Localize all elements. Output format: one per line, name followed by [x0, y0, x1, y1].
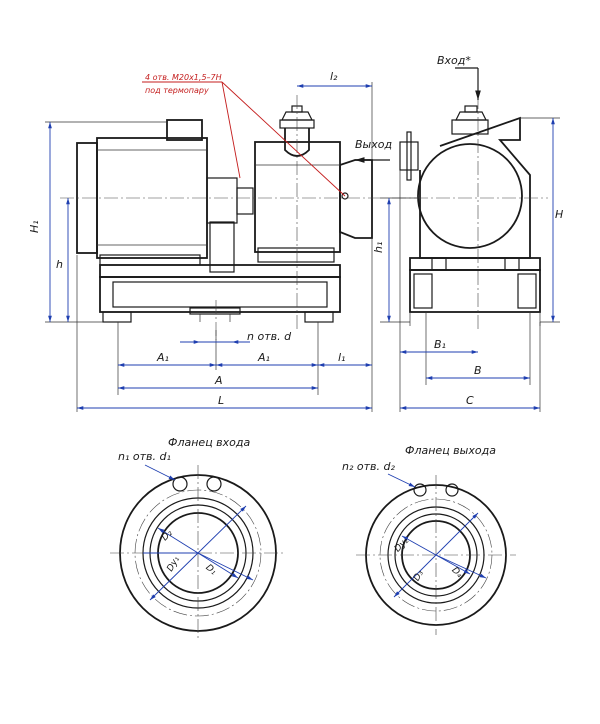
dim-H-label: H [555, 208, 563, 221]
dim-h-label: h [56, 258, 63, 271]
end-view: Вход* h₁ H B₁ B C [372, 54, 563, 412]
dim-B-label: B [474, 364, 482, 377]
inlet-label: Вход* [437, 54, 471, 67]
dim-A-label: A [214, 374, 223, 387]
D3-label: D₃ [412, 568, 426, 582]
motor [76, 119, 254, 266]
n1-d1-label: n₁ отв. d₁ [118, 450, 171, 463]
thread-note-label: 4 отв. М20х1,5–7Н [145, 73, 222, 82]
dim-H1-label: H₁ [28, 220, 41, 233]
dim-A1-left-label: A₁ [156, 351, 169, 364]
dim-C-label: C [466, 394, 474, 407]
coupling-support [209, 221, 235, 273]
base-frame [99, 264, 341, 323]
holes-n-d-label: n отв. d [247, 330, 292, 343]
outlet-label: Выход [355, 138, 392, 151]
dim-A1-right-label: A₁ [257, 351, 270, 364]
dim-l1-label: l₁ [338, 351, 345, 364]
inlet-flange: Фланец входа n₁ отв. d₁ D₂ Dy₁ D₁ [110, 436, 286, 641]
D1-label: D₁ [203, 563, 218, 578]
dim-B1-label: B₁ [434, 338, 446, 351]
outlet-flange: Фланец выхода n₂ отв. d₂ Dy₂ D₃ D₄ [342, 444, 516, 635]
dim-h1-label: h₁ [372, 242, 385, 253]
inlet-flange-title: Фланец входа [168, 436, 251, 449]
thermocouple-note-label: под термопару [145, 86, 209, 95]
outlet-flange-title: Фланец выхода [405, 444, 496, 457]
side-view: 4 отв. М20х1,5–7Н под термопару Выход l₂… [28, 70, 392, 412]
dim-L-label: L [218, 394, 224, 407]
n2-d2-label: n₂ отв. d₂ [342, 460, 395, 473]
dim-l2-label: l₂ [330, 70, 338, 83]
